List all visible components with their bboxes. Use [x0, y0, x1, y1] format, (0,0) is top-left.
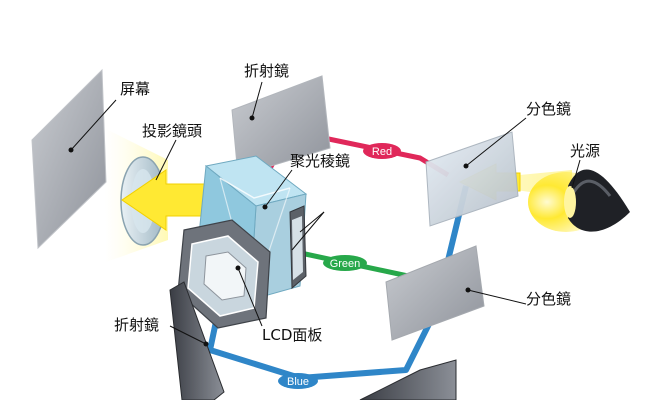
- screen: [31, 68, 107, 250]
- green-beam-label: Green: [323, 255, 367, 271]
- label-dichroic-mid: 分色鏡: [526, 290, 571, 308]
- dichroic-mirror-mid: [385, 245, 485, 341]
- red-beam-label: Red: [363, 143, 401, 159]
- light-source: [528, 169, 630, 232]
- label-light-source: 光源: [570, 142, 600, 160]
- blue-beam-label: Blue: [278, 373, 318, 389]
- green-beam-text: Green: [330, 258, 361, 270]
- mirror-bottom-right: [359, 359, 457, 400]
- label-prism: 聚光稜鏡: [290, 152, 350, 170]
- mirror-bottom: [169, 281, 225, 400]
- lcd-panel-side: [289, 205, 307, 290]
- label-dichroic-top: 分色鏡: [526, 100, 571, 118]
- lcd-panel-front: [177, 219, 271, 329]
- label-projection-lens: 投影鏡頭: [142, 122, 202, 140]
- red-beam-text: Red: [372, 146, 392, 158]
- leader-lines: [70, 81, 581, 345]
- label-mirror-bottom: 折射鏡: [114, 316, 159, 334]
- label-mirror-top: 折射鏡: [244, 62, 289, 80]
- label-lcd-panel: LCD面板: [262, 326, 322, 344]
- dichroic-mirror-top: [425, 131, 519, 227]
- blue-beam-text: Blue: [287, 376, 309, 388]
- label-screen: 屏幕: [120, 80, 150, 98]
